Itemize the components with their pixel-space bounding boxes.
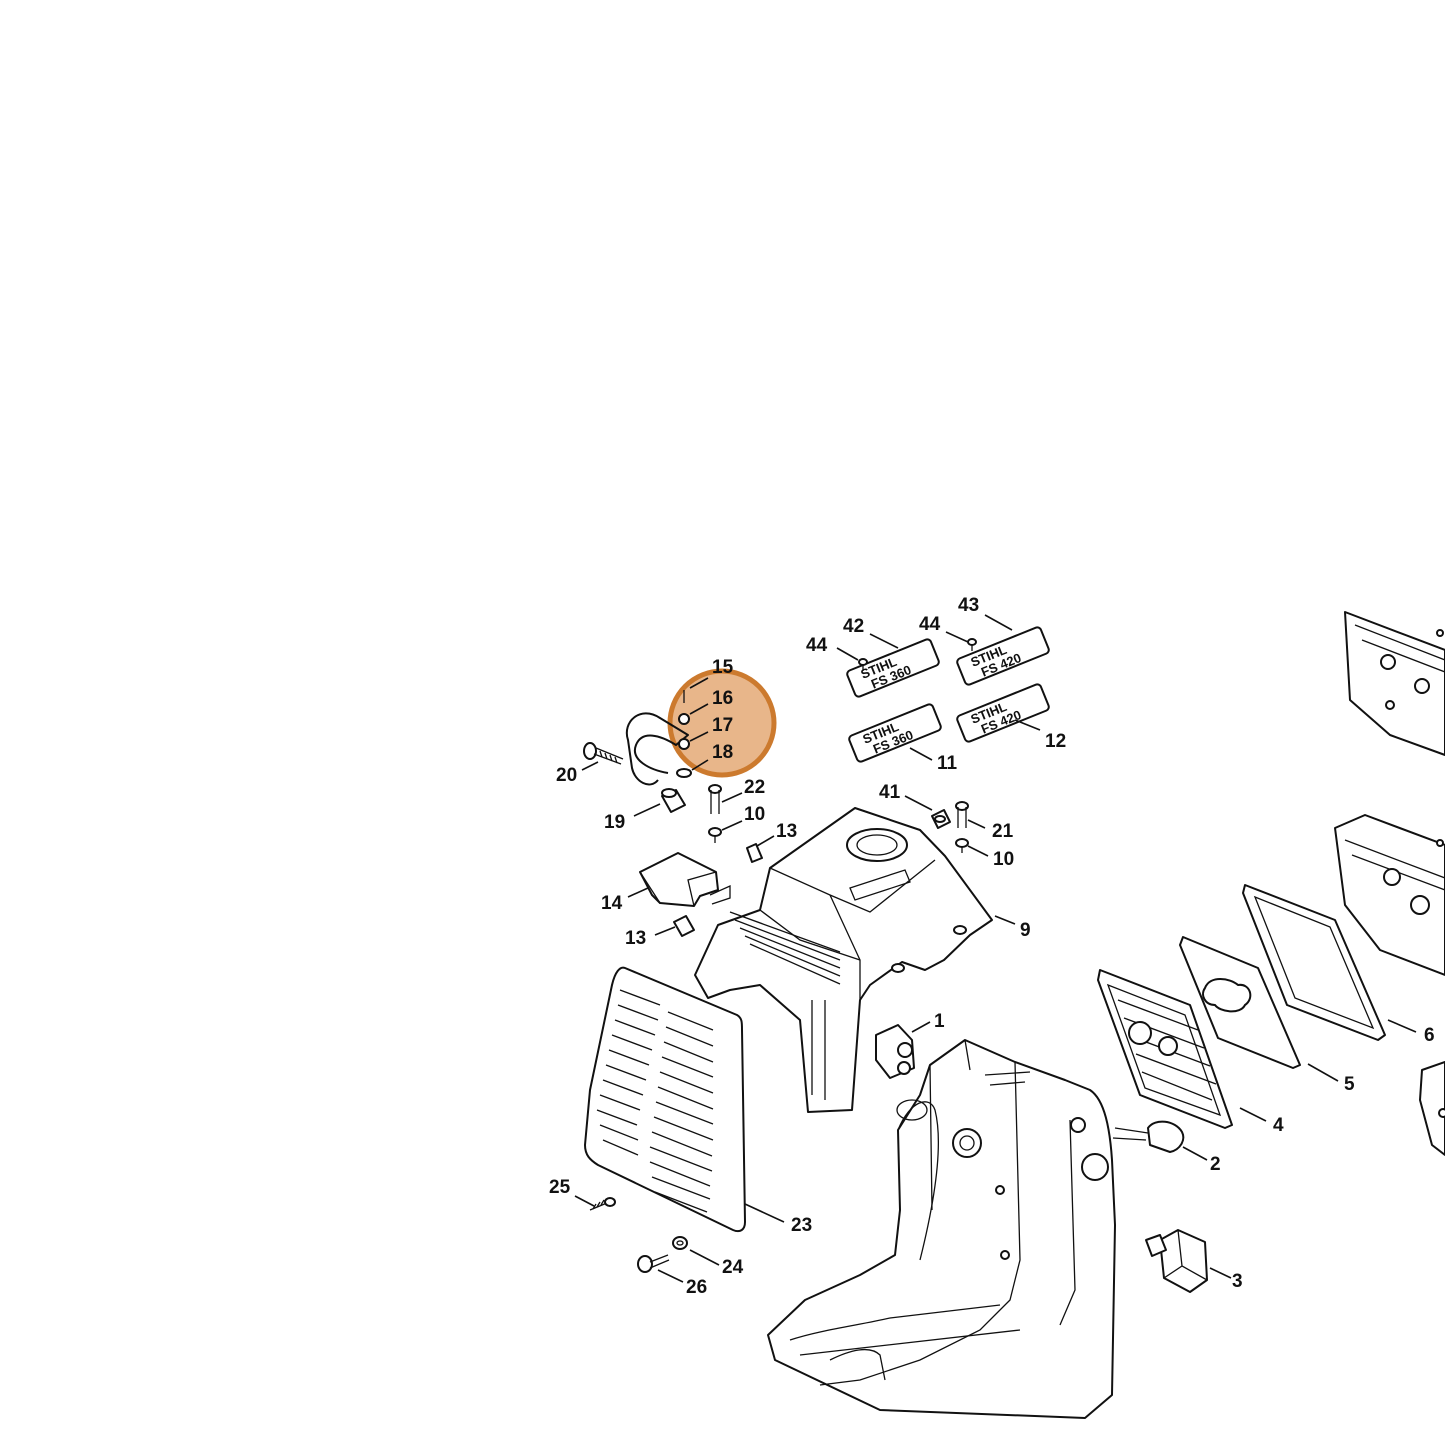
callout-13-lower: 13 (625, 928, 646, 949)
callout-17: 17 (712, 715, 733, 736)
name-plate-43: STIHL FS 420 (956, 626, 1050, 686)
name-plate-11: STIHL FS 360 (848, 703, 942, 763)
gasket-5 (1179, 936, 1301, 1069)
filter-element-right (1419, 1061, 1445, 1156)
shroud-9 (694, 807, 993, 1113)
callout-10-left: 10 (744, 804, 765, 825)
screw-44-left (858, 658, 868, 671)
screw-22 (708, 784, 722, 814)
grille-cover-23 (584, 966, 746, 1233)
callout-1: 1 (934, 1011, 945, 1032)
leader-lines (574, 614, 1417, 1283)
washer-24 (672, 1236, 688, 1250)
screw-44-right (967, 638, 977, 651)
air-filter-housing (1334, 814, 1445, 976)
callout-13-upper: 13 (776, 821, 797, 842)
name-plate-12: STIHL FS 420 (956, 683, 1050, 743)
screw-25 (589, 1197, 616, 1211)
callout-3: 3 (1232, 1271, 1243, 1292)
callout-labels: 1 2 3 4 5 6 9 10 10 11 12 13 13 14 15 16… (549, 595, 1435, 1298)
nut-13-upper (746, 843, 763, 863)
callout-44-left: 44 (806, 635, 828, 656)
spacer-19 (661, 788, 686, 813)
clip-41 (931, 809, 951, 829)
bracket-14 (639, 852, 731, 907)
grommet-1 (875, 1024, 915, 1079)
callout-4: 4 (1273, 1115, 1284, 1136)
callout-16: 16 (712, 688, 733, 709)
callout-12: 12 (1045, 731, 1066, 752)
callout-42: 42 (843, 616, 864, 637)
callout-24: 24 (722, 1257, 744, 1278)
filter-base-4 (1097, 969, 1233, 1129)
screw-26 (637, 1254, 670, 1273)
engine-housing (767, 1039, 1116, 1419)
callout-41: 41 (879, 782, 901, 803)
callout-20: 20 (556, 765, 577, 786)
handle-wire (625, 690, 692, 786)
callout-19: 19 (604, 812, 625, 833)
carburetor-cover-upper (1344, 611, 1445, 756)
callout-25: 25 (549, 1177, 571, 1198)
knob-2 (1112, 1120, 1185, 1153)
callout-6: 6 (1424, 1025, 1435, 1046)
callout-2: 2 (1210, 1154, 1221, 1175)
callout-44-right: 44 (919, 614, 941, 635)
screw-20 (583, 742, 624, 765)
callout-22: 22 (744, 777, 765, 798)
callout-10-right: 10 (993, 849, 1014, 870)
callout-14: 14 (601, 893, 623, 914)
callout-26: 26 (686, 1277, 707, 1298)
name-plate-42: STIHL FS 360 (846, 638, 940, 698)
callout-15: 15 (712, 657, 734, 678)
washer-10-left (708, 827, 722, 843)
screw-21 (955, 801, 969, 828)
callout-5: 5 (1344, 1074, 1355, 1095)
callout-11: 11 (937, 753, 958, 774)
callout-9: 9 (1020, 920, 1031, 941)
callout-18: 18 (712, 742, 733, 763)
washer-10-right (955, 838, 969, 853)
callout-23: 23 (791, 1215, 812, 1236)
callout-21: 21 (992, 821, 1014, 842)
switch-3 (1145, 1229, 1208, 1293)
callout-43: 43 (958, 595, 979, 616)
nut-13-lower (673, 915, 695, 937)
frame-6 (1242, 884, 1386, 1041)
